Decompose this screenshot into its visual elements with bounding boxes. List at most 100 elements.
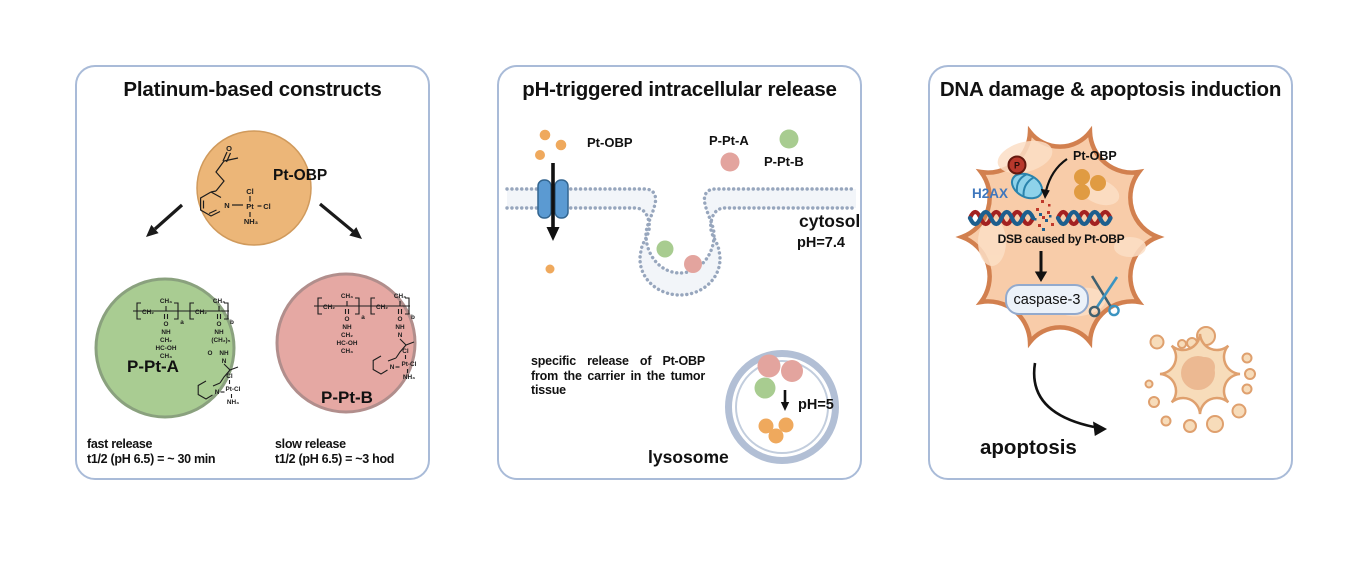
- dsb-to-caspase-arrow: [1034, 251, 1048, 282]
- svg-text:N: N: [224, 201, 229, 210]
- svg-text:NH: NH: [342, 324, 352, 331]
- dna-break-fragments: [1034, 200, 1054, 231]
- svg-text:P: P: [1014, 161, 1020, 171]
- svg-text:b: b: [230, 319, 234, 326]
- pt-obp-label: Pt-OBP: [587, 135, 633, 150]
- release-graphic: [505, 129, 858, 464]
- svg-text:O: O: [208, 350, 213, 357]
- panel-title: Platinum-based constructs: [123, 78, 382, 101]
- svg-text:Cl: Cl: [402, 348, 409, 355]
- svg-text:N: N: [215, 389, 220, 396]
- release-caption: specific release of Pt-OBP from the carr…: [531, 354, 705, 397]
- svg-text:O: O: [226, 144, 232, 153]
- caspase-3-label: caspase-3: [1013, 291, 1081, 308]
- phospho-badge: P: [1007, 155, 1027, 175]
- p-pt-a-particle: [720, 152, 740, 172]
- svg-text:HC-OH: HC-OH: [156, 345, 177, 352]
- p-pt-b-structure-labels: CH₂ CH₃ O a CH₂ CH₃ O b NH CH₂ HC-OH CH₃…: [323, 293, 417, 381]
- dsb-caption: DSB caused by Pt-OBP: [997, 232, 1125, 246]
- svg-text:Cl: Cl: [226, 373, 233, 380]
- h2ax-histone: [1010, 172, 1044, 200]
- svg-text:NH₃: NH₃: [227, 399, 239, 406]
- pit-pink-particle: [684, 255, 702, 273]
- p-pt-b-name: P-Pt-B: [321, 388, 373, 407]
- panel-ph-release: pH-triggered intracellular release: [497, 65, 862, 480]
- h2ax-label: H2AX: [972, 186, 1009, 201]
- slow-release-line1: slow release: [275, 437, 346, 451]
- ptobp-to-dna-arrow: [1040, 158, 1068, 199]
- svg-text:O: O: [164, 321, 169, 328]
- damage-graphic: P: [955, 125, 1256, 436]
- svg-text:CH₂: CH₂: [195, 309, 207, 316]
- p-pt-b-label: P-Pt-B: [764, 154, 804, 169]
- pt-obp-circle: [196, 130, 312, 246]
- svg-text:Cl: Cl: [263, 202, 271, 211]
- svg-text:NH: NH: [214, 329, 224, 336]
- svg-text:HC-OH: HC-OH: [337, 340, 358, 347]
- pt-obp-label: Pt-OBP: [1073, 149, 1117, 163]
- svg-text:CH₃: CH₃: [394, 293, 406, 300]
- panel-platinum-constructs: Platinum-based constructs: [75, 65, 430, 480]
- svg-text:CH₃: CH₃: [341, 348, 353, 355]
- p-pt-a-label: P-Pt-A: [709, 133, 749, 148]
- cytosol-ph-label: pH=7.4: [797, 235, 845, 251]
- p-pt-b-structure: [314, 297, 415, 375]
- svg-text:CH₃: CH₃: [160, 353, 172, 360]
- cytosol-label: cytosol: [799, 211, 861, 231]
- panel-title: DNA damage & apoptosis induction: [939, 78, 1282, 101]
- slow-release-line2: t1/2 (pH 6.5) = ~3 hod: [275, 452, 395, 466]
- membrane-outer-leaflet: [505, 187, 858, 275]
- dna-helix: [967, 209, 1113, 227]
- svg-text:NH: NH: [219, 350, 229, 357]
- membrane-inner-leaflet: [505, 206, 858, 297]
- pt-obp-name: Pt-OBP: [273, 167, 327, 184]
- svg-text:CH₂: CH₂: [323, 304, 335, 311]
- constructs-graphic: O Cl Pt Cl N NH₃ Pt-OBP: [94, 130, 417, 419]
- lysosome-ph-label: pH=5: [798, 397, 834, 413]
- left-arrow: [146, 203, 184, 237]
- svg-text:a: a: [180, 319, 184, 326]
- pit-green-particle: [656, 240, 674, 258]
- apoptotic-cell: [1144, 326, 1256, 433]
- svg-text:NH: NH: [395, 324, 405, 331]
- pt-obp-dots: [1074, 169, 1106, 200]
- p-pt-b-circle: [275, 272, 417, 414]
- p-pt-a-circle: [94, 277, 236, 419]
- slow-release-caption: slow release t1/2 (pH 6.5) = ~3 hod: [275, 437, 394, 467]
- svg-text:(CH₂)₅: (CH₂)₅: [211, 337, 230, 344]
- svg-text:a: a: [361, 314, 365, 321]
- influx-arrow: [546, 163, 560, 241]
- svg-text:N: N: [398, 332, 403, 339]
- p-pt-b-particle: [779, 129, 799, 149]
- svg-text:N: N: [222, 358, 227, 365]
- lysosome-label: lysosome: [648, 447, 729, 467]
- fast-release-line2: t1/2 (pH 6.5) = ~ 30 min: [87, 452, 216, 466]
- lysosome: [725, 350, 839, 464]
- svg-text:CH₂: CH₂: [160, 337, 172, 344]
- apoptosis-label: apoptosis: [980, 436, 1077, 459]
- svg-text:O: O: [398, 316, 403, 323]
- svg-text:CH₃: CH₃: [213, 298, 225, 305]
- pt-obp-structure: [200, 151, 262, 217]
- right-arrow: [318, 202, 362, 239]
- svg-text:CH₃: CH₃: [341, 293, 353, 300]
- svg-text:CH₂: CH₂: [376, 304, 388, 311]
- scissors-icon: [1088, 275, 1120, 318]
- svg-text:NH₃: NH₃: [403, 374, 415, 381]
- pt-obp-structure-labels: O Cl Pt Cl N NH₃: [224, 144, 270, 226]
- panel-title: pH-triggered intracellular release: [522, 78, 837, 101]
- svg-text:Pt-Cl: Pt-Cl: [402, 361, 417, 368]
- pt-obp-dots: [535, 129, 567, 274]
- svg-text:N: N: [390, 364, 395, 371]
- p-pt-a-name: P-Pt-A: [127, 357, 179, 376]
- p-pt-a-structure-labels: CH₂ CH₃ O a CH₂ CH₃ O b NH CH₂ HC-OH CH₃…: [142, 298, 241, 406]
- svg-text:CH₂: CH₂: [142, 309, 154, 316]
- svg-text:CH₂: CH₂: [341, 332, 353, 339]
- svg-text:NH: NH: [161, 329, 171, 336]
- svg-text:Cl: Cl: [246, 187, 254, 196]
- p-pt-a-structure: [133, 302, 239, 400]
- fast-release-line1: fast release: [87, 437, 153, 451]
- apoptosis-arrow: [1032, 362, 1107, 436]
- svg-text:b: b: [411, 314, 415, 321]
